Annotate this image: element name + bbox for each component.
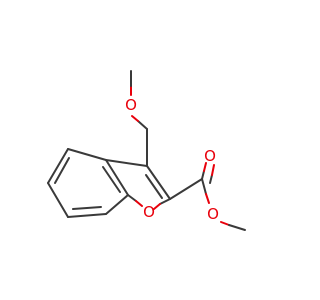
bond-o1-c3a-c xyxy=(127,194,137,202)
bond-carbonyl-o-double-a-o xyxy=(203,162,207,172)
bond-c7-c6-inner xyxy=(54,157,70,184)
bond-c4-c3a xyxy=(105,194,129,215)
atom-label-o-ester: O xyxy=(207,205,219,223)
bond-c2-carbonyl xyxy=(169,178,203,200)
bond-c2-o1-c xyxy=(159,198,171,205)
bond-c5-c4-inner xyxy=(72,206,102,210)
bond-carbonyl-o-double-a-c xyxy=(201,170,205,180)
bond-carbonyl-oester-c xyxy=(201,178,207,195)
bond-c6-c5 xyxy=(47,182,69,218)
bond-carbonyl-o-double-b-o xyxy=(211,164,215,176)
bond-c7a-c3 xyxy=(105,159,148,167)
bond-c3-c2-inner xyxy=(145,174,163,199)
methoxymethyl-group xyxy=(130,70,148,167)
bond-carbonyl-oester-o xyxy=(205,193,210,204)
atom-label-o-carbonyl: O xyxy=(204,147,216,165)
methyl-ester-group xyxy=(169,162,246,231)
atom-label-o-ether: O xyxy=(125,96,137,114)
bond-c5-c4 xyxy=(67,213,107,218)
atom-label-o-ring: O xyxy=(143,203,155,221)
bond-carbonyl-o-double-b-c xyxy=(209,174,213,184)
bond-c3-c2 xyxy=(146,165,171,200)
bond-c2-o1-o xyxy=(153,203,161,210)
bond-o1-c3a-o xyxy=(135,200,143,207)
bond-c3a-c7a-inner xyxy=(102,166,121,193)
bond-ch2-o-o xyxy=(131,115,139,122)
bond-c7-c6 xyxy=(47,148,69,184)
bond-ch2-o-c xyxy=(137,120,148,130)
benzene-ring xyxy=(47,148,129,218)
structure-diagram: O O O O xyxy=(47,70,246,231)
bond-oester-ch3-o xyxy=(220,221,230,226)
furan-ring xyxy=(105,159,171,210)
bond-oester-ch3-c xyxy=(228,224,246,231)
bond-c7a-c7 xyxy=(67,148,107,161)
bond-c3a-c7a xyxy=(105,159,129,196)
